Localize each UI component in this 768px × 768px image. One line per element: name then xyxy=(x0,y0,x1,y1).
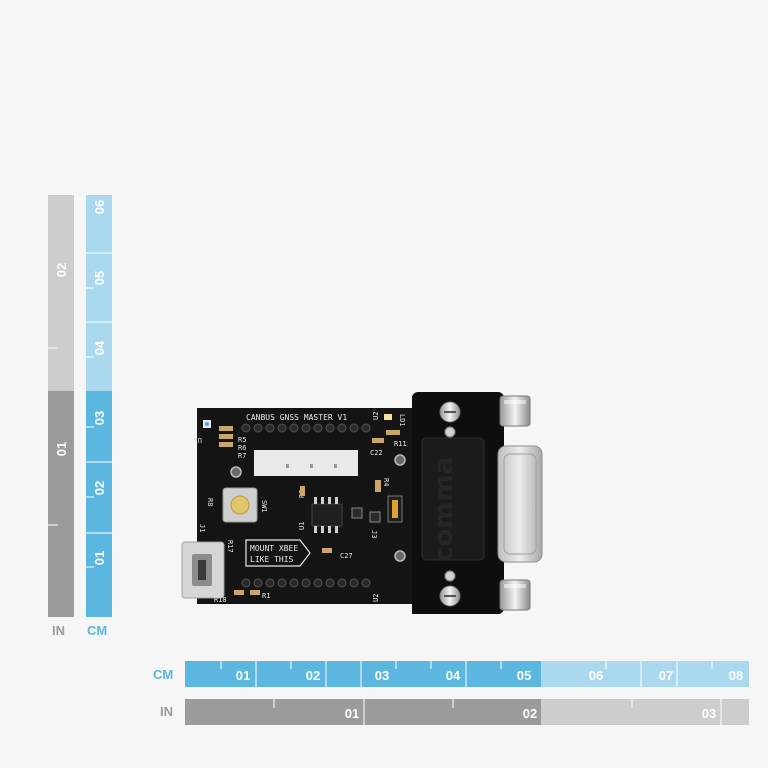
cm-ruler-light-segment xyxy=(86,195,112,391)
cm-h-label-03: 03 xyxy=(375,668,389,683)
vertical-cm-unit-label: CM xyxy=(87,623,108,638)
mount-xbee-outline xyxy=(245,539,311,567)
ref-r5: R5 xyxy=(238,436,246,444)
ref-ld1: LD1 xyxy=(398,414,406,427)
ref-r1: R1 xyxy=(262,592,270,600)
in-h-label-02: 02 xyxy=(523,706,537,721)
cm-ruler-label-05: 05 xyxy=(92,271,107,285)
top-screw xyxy=(439,401,461,438)
mount-xbee-line1: MOUNT XBEE xyxy=(250,544,298,553)
ref-r4: R4 xyxy=(382,478,390,486)
cm-ruler-label-03: 03 xyxy=(92,411,107,425)
horizontal-cm-unit-label: CM xyxy=(153,667,174,682)
ref-c27: C27 xyxy=(340,552,353,560)
brand-logo-text: comma xyxy=(429,457,459,562)
ref-r7: R7 xyxy=(238,452,246,460)
top-header-pins xyxy=(241,423,371,433)
in-ruler-dark-segment xyxy=(48,391,74,617)
ref-c22: C22 xyxy=(370,449,383,457)
vertical-in-unit-label: IN xyxy=(52,623,65,638)
ref-u1: U1 xyxy=(298,522,306,530)
board-title: CANBUS GNSS MASTER V1 xyxy=(246,413,347,422)
bottom-screw xyxy=(439,570,461,607)
cm-ruler-label-02: 02 xyxy=(92,481,107,495)
cm-ruler-label-04: 04 xyxy=(92,340,107,355)
ic-u1 xyxy=(311,503,343,527)
tactile-switch-sw1 xyxy=(222,487,258,523)
bottom-header-pins xyxy=(241,578,371,588)
cm-h-label-01: 01 xyxy=(236,668,250,683)
cm-ruler-label-01: 01 xyxy=(92,551,107,565)
ref-j1: J1 xyxy=(198,524,206,532)
ref-r2: R2 xyxy=(298,490,306,498)
cm-h-ruler-light-segment xyxy=(541,661,749,687)
in-h-label-01: 01 xyxy=(345,706,359,721)
ref-j3: J3 xyxy=(370,530,378,538)
cm-ruler-label-06: 06 xyxy=(92,200,107,214)
led-u3 xyxy=(203,420,211,428)
ref-r11: R11 xyxy=(394,440,407,448)
ref-r6: R6 xyxy=(238,444,246,452)
ref-sw1: SW1 xyxy=(260,500,268,513)
mount-xbee-line2: LIKE THIS xyxy=(250,555,294,564)
mounting-hole-left xyxy=(230,466,242,478)
ref-u2-top: U2 xyxy=(372,412,380,420)
mounting-hole-right xyxy=(394,454,406,466)
cm-h-ruler-dark-segment xyxy=(185,661,541,687)
cm-h-label-05: 05 xyxy=(517,668,531,683)
in-ruler-light-segment xyxy=(48,195,74,391)
ref-u3: U3 xyxy=(194,436,202,444)
db9-connector-body xyxy=(412,392,504,614)
micro-usb-connector xyxy=(181,541,225,599)
ref-r17: R17 xyxy=(226,540,234,553)
ref-u2-bottom: U2 xyxy=(372,594,380,602)
jumper-j3 xyxy=(387,495,403,523)
in-h-ruler-light-segment xyxy=(541,699,749,725)
cm-h-label-04: 04 xyxy=(446,668,461,683)
in-h-ruler-dark-segment xyxy=(185,699,541,725)
ref-r18: R18 xyxy=(214,596,227,604)
in-ruler-label-02: 02 xyxy=(54,263,69,277)
cm-h-label-06: 06 xyxy=(589,668,603,683)
in-h-label-03: 03 xyxy=(702,706,716,721)
db9-shell xyxy=(497,445,543,563)
top-hex-standoff xyxy=(499,395,531,427)
pcb-substrate xyxy=(197,396,432,614)
horizontal-in-unit-label: IN xyxy=(160,704,173,719)
cm-ruler-dark-segment xyxy=(86,391,112,617)
in-ruler-label-01: 01 xyxy=(54,442,69,456)
bottom-hex-standoff xyxy=(499,579,531,611)
cm-h-label-02: 02 xyxy=(306,668,320,683)
gnss-module-strip xyxy=(254,450,358,476)
ref-r8: R8 xyxy=(206,498,214,506)
cm-h-label-08: 08 xyxy=(729,668,743,683)
led-ld1 xyxy=(384,414,392,420)
cm-h-label-07: 07 xyxy=(659,668,673,683)
